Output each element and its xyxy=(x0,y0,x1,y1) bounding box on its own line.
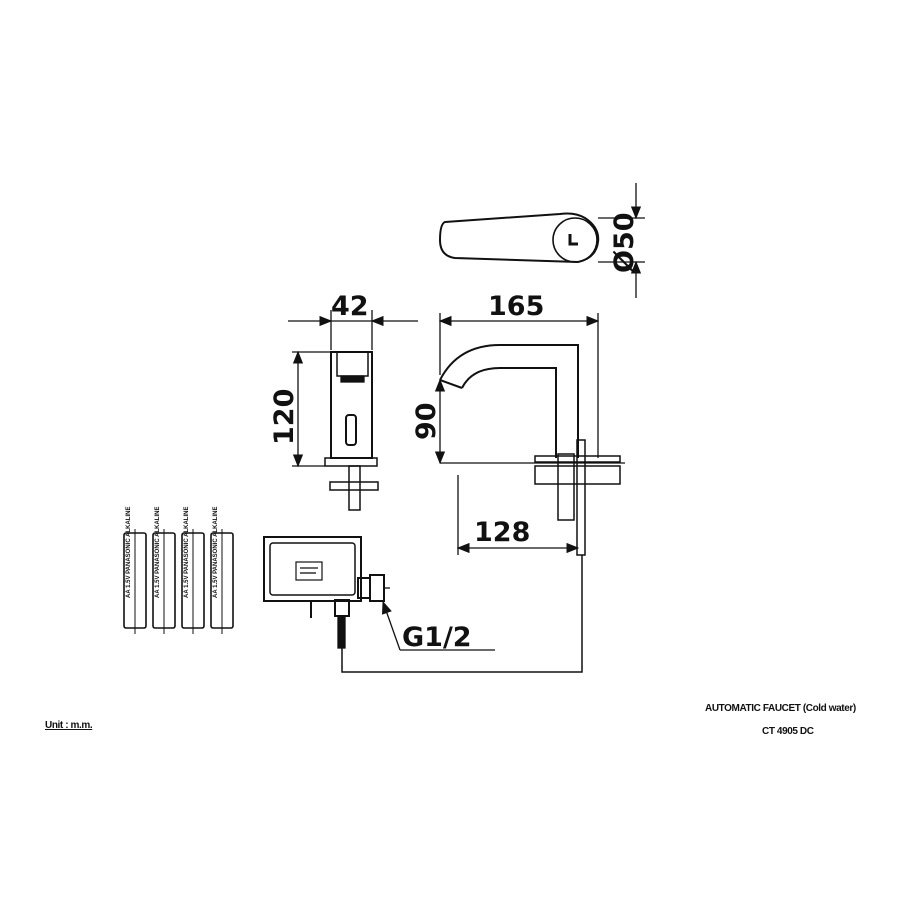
battery-label: AA 1.5V PANASONIC ALKALINE xyxy=(184,507,190,598)
dim-thread: G1/2 xyxy=(402,622,472,653)
control-box xyxy=(263,536,495,651)
drawing-title: AUTOMATIC FAUCET (Cold water) xyxy=(705,703,856,714)
battery-label: AA 1.5V PANASONIC ALKALINE xyxy=(213,507,219,598)
dim-diameter: Ø50 xyxy=(609,212,640,273)
model-number: CT 4905 DC xyxy=(762,726,814,737)
dim-reach: 165 xyxy=(488,291,544,322)
hose xyxy=(341,555,583,673)
faucet-front-view xyxy=(288,310,418,511)
dim-height-side: 90 xyxy=(411,402,442,440)
faucet-top-view xyxy=(438,183,645,298)
battery-label: AA 1.5V PANASONIC ALKALINE xyxy=(155,507,161,598)
dim-width: 42 xyxy=(331,291,369,322)
batteries xyxy=(123,529,234,634)
dim-shank: 128 xyxy=(474,517,530,548)
dim-height-front: 120 xyxy=(269,389,300,445)
faucet-side-view xyxy=(434,313,625,556)
unit-label: Unit : m.m. xyxy=(45,720,93,731)
battery-label: AA 1.5V PANASONIC ALKALINE xyxy=(126,507,132,598)
